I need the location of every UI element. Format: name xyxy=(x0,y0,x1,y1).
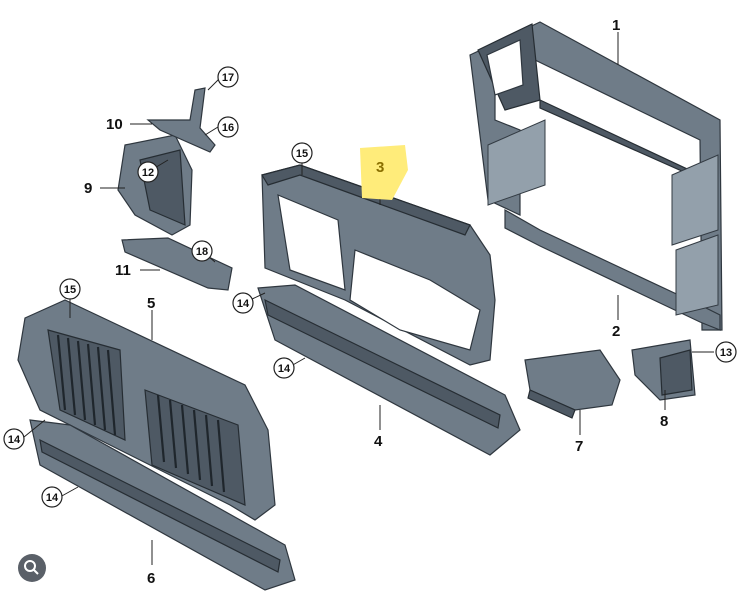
callout-14a-badge: 14 xyxy=(232,292,254,314)
part-6-lower-duct xyxy=(29,419,296,591)
part-4-lower-duct xyxy=(257,284,521,456)
callout-13-badge: 13 xyxy=(715,341,737,363)
callout-14b: 14 xyxy=(278,363,291,375)
callout-15b: 15 xyxy=(64,284,76,296)
part-9-air-guide xyxy=(117,134,193,236)
callout-9: 9 xyxy=(84,180,92,197)
callout-14c-badge: 14 xyxy=(3,428,25,450)
callout-3: 3 xyxy=(376,159,384,176)
callout-14b-badge: 14 xyxy=(273,357,295,379)
callout-15b-badge: 15 xyxy=(59,278,81,300)
callout-14d-badge: 14 xyxy=(41,486,63,508)
callout-13: 13 xyxy=(720,347,732,359)
callout-7: 7 xyxy=(575,438,583,455)
callout-18-badge: 18 xyxy=(191,240,213,262)
callout-6: 6 xyxy=(147,570,155,587)
callout-10: 10 xyxy=(106,116,123,133)
callout-11: 11 xyxy=(115,262,131,279)
part-3-front-carrier xyxy=(261,164,496,366)
callout-14c: 14 xyxy=(8,434,21,446)
callout-15a: 15 xyxy=(296,148,308,160)
callout-5: 5 xyxy=(147,295,155,312)
callout-16-badge: 16 xyxy=(217,116,239,138)
highlight-marker xyxy=(360,145,408,200)
callout-17: 17 xyxy=(222,72,234,84)
part-1-frame-upper xyxy=(469,21,723,331)
callout-14a: 14 xyxy=(237,298,250,310)
callout-12: 12 xyxy=(142,167,154,179)
callout-1: 1 xyxy=(612,17,620,34)
part-8-bracket xyxy=(631,339,696,401)
part-10-holder xyxy=(146,87,216,153)
callout-8: 8 xyxy=(660,413,668,430)
callout-18: 18 xyxy=(196,246,208,258)
callout-12-badge: 12 xyxy=(137,161,159,183)
callout-2: 2 xyxy=(612,323,620,340)
part-11-trim xyxy=(121,237,233,291)
callout-4: 4 xyxy=(374,433,383,450)
part-7-bracket xyxy=(524,349,621,419)
part-5-grille-carrier xyxy=(17,299,276,521)
callout-14d: 14 xyxy=(46,492,59,504)
callout-15a-badge: 15 xyxy=(291,142,313,164)
search-lens-icon[interactable] xyxy=(18,554,46,582)
callout-16: 16 xyxy=(222,122,234,134)
grille-slats xyxy=(56,334,226,493)
callout-17-badge: 17 xyxy=(217,66,239,88)
